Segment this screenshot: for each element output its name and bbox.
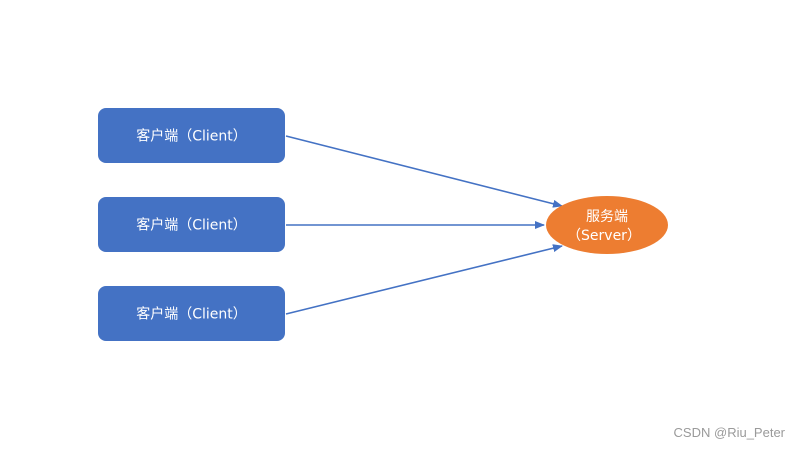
server-label-line1: 服务端 — [586, 209, 628, 225]
client-label: 客户端（Client） — [136, 128, 247, 145]
server-node: 服务端 （Server） — [546, 196, 668, 254]
client-node-1: 客户端（Client） — [98, 108, 285, 163]
client-box — [98, 108, 285, 163]
client-label: 客户端（Client） — [136, 306, 247, 323]
client-box — [98, 286, 285, 341]
arrow-client-3-to-server — [285, 244, 563, 315]
watermark: CSDN @Riu_Peter — [673, 425, 785, 440]
client-label: 客户端（Client） — [136, 217, 247, 234]
server-ellipse — [546, 196, 668, 254]
client-node-2: 客户端（Client） — [98, 197, 285, 252]
client-box — [98, 197, 285, 252]
client-node-3: 客户端（Client） — [98, 286, 285, 341]
server-label-line2: （Server） — [567, 228, 641, 244]
arrow-client-1-to-server — [285, 135, 563, 208]
